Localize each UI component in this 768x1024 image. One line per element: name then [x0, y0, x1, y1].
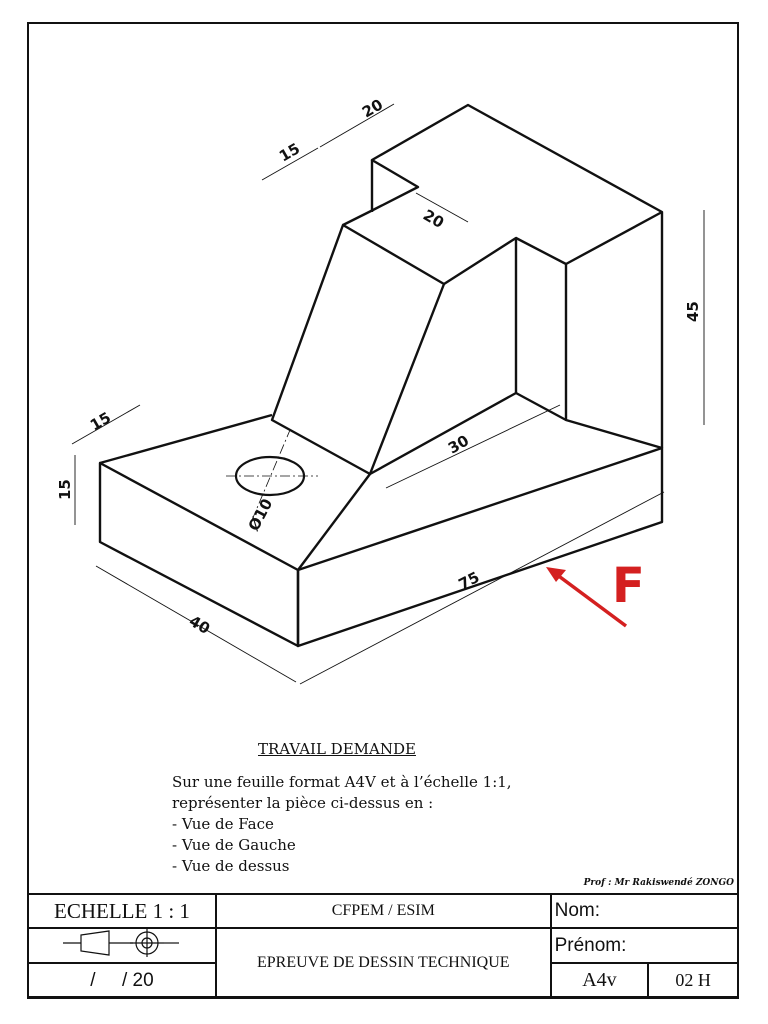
dim-label: 40: [186, 612, 213, 638]
dim-label: 15: [87, 408, 114, 434]
prenom-field: Prénom:: [549, 927, 740, 964]
travail-line: représenter la pièce ci-dessus en :: [172, 794, 434, 812]
isometric-drawing: 20 15 20 45 15 15 30 Ø10 75 40 F: [56, 95, 705, 685]
scale-cell: ECHELLE 1 : 1: [27, 893, 217, 929]
school-cell: CFPEM / ESIM: [214, 893, 552, 929]
dim-label: 45: [684, 301, 702, 322]
base-top-right-edge: [297, 473, 371, 571]
travail-line: Sur une feuille format A4V et à l’échell…: [172, 773, 512, 791]
travail-line: - Vue de Gauche: [172, 836, 296, 854]
author-credit: Prof : Mr Rakiswendé ZONGO: [583, 878, 734, 888]
dim-label: 15: [56, 479, 74, 500]
projection-symbol-cell: [27, 927, 217, 964]
dim-label: 20: [420, 206, 447, 232]
epreuve-cell: EPREUVE DE DESSIN TECHNIQUE: [214, 927, 552, 999]
grade-cell: / / 20: [27, 962, 217, 999]
hole-symbol: [226, 429, 318, 521]
nom-field: Nom:: [549, 893, 740, 929]
inclined-face: [270, 223, 446, 476]
base-right-face: [296, 446, 664, 648]
back-block-top: [565, 210, 663, 266]
travail-line: - Vue de Face: [172, 815, 274, 833]
travail-demande: TRAVAIL DEMANDE Sur une feuille format A…: [172, 740, 592, 877]
back-block-front: [515, 236, 663, 450]
view-direction-arrow: F: [546, 558, 645, 628]
dim-label: Ø10: [245, 496, 277, 534]
slot-floor-edge: [515, 391, 567, 422]
dimension-labels: 20 15 20 45 15 15 30 Ø10 75 40: [56, 95, 702, 637]
view-arrow-label: F: [612, 558, 645, 614]
dim-label: 20: [359, 95, 386, 121]
duration-cell: 02 H: [647, 962, 739, 999]
travail-line: - Vue de dessus: [172, 857, 290, 875]
first-angle-projection-icon: [63, 929, 179, 957]
dim-label: 30: [445, 431, 472, 457]
base-top-left-edge: [99, 413, 273, 465]
format-cell: A4v: [549, 962, 650, 999]
inclined-right-edge: [369, 236, 518, 476]
dim-label: 15: [276, 139, 303, 165]
title-block: ECHELLE 1 : 1 CFPEM / ESIM Nom: EPREUVE …: [27, 893, 740, 999]
back-block-outline: [342, 103, 664, 448]
travail-title: TRAVAIL DEMANDE: [258, 740, 416, 758]
